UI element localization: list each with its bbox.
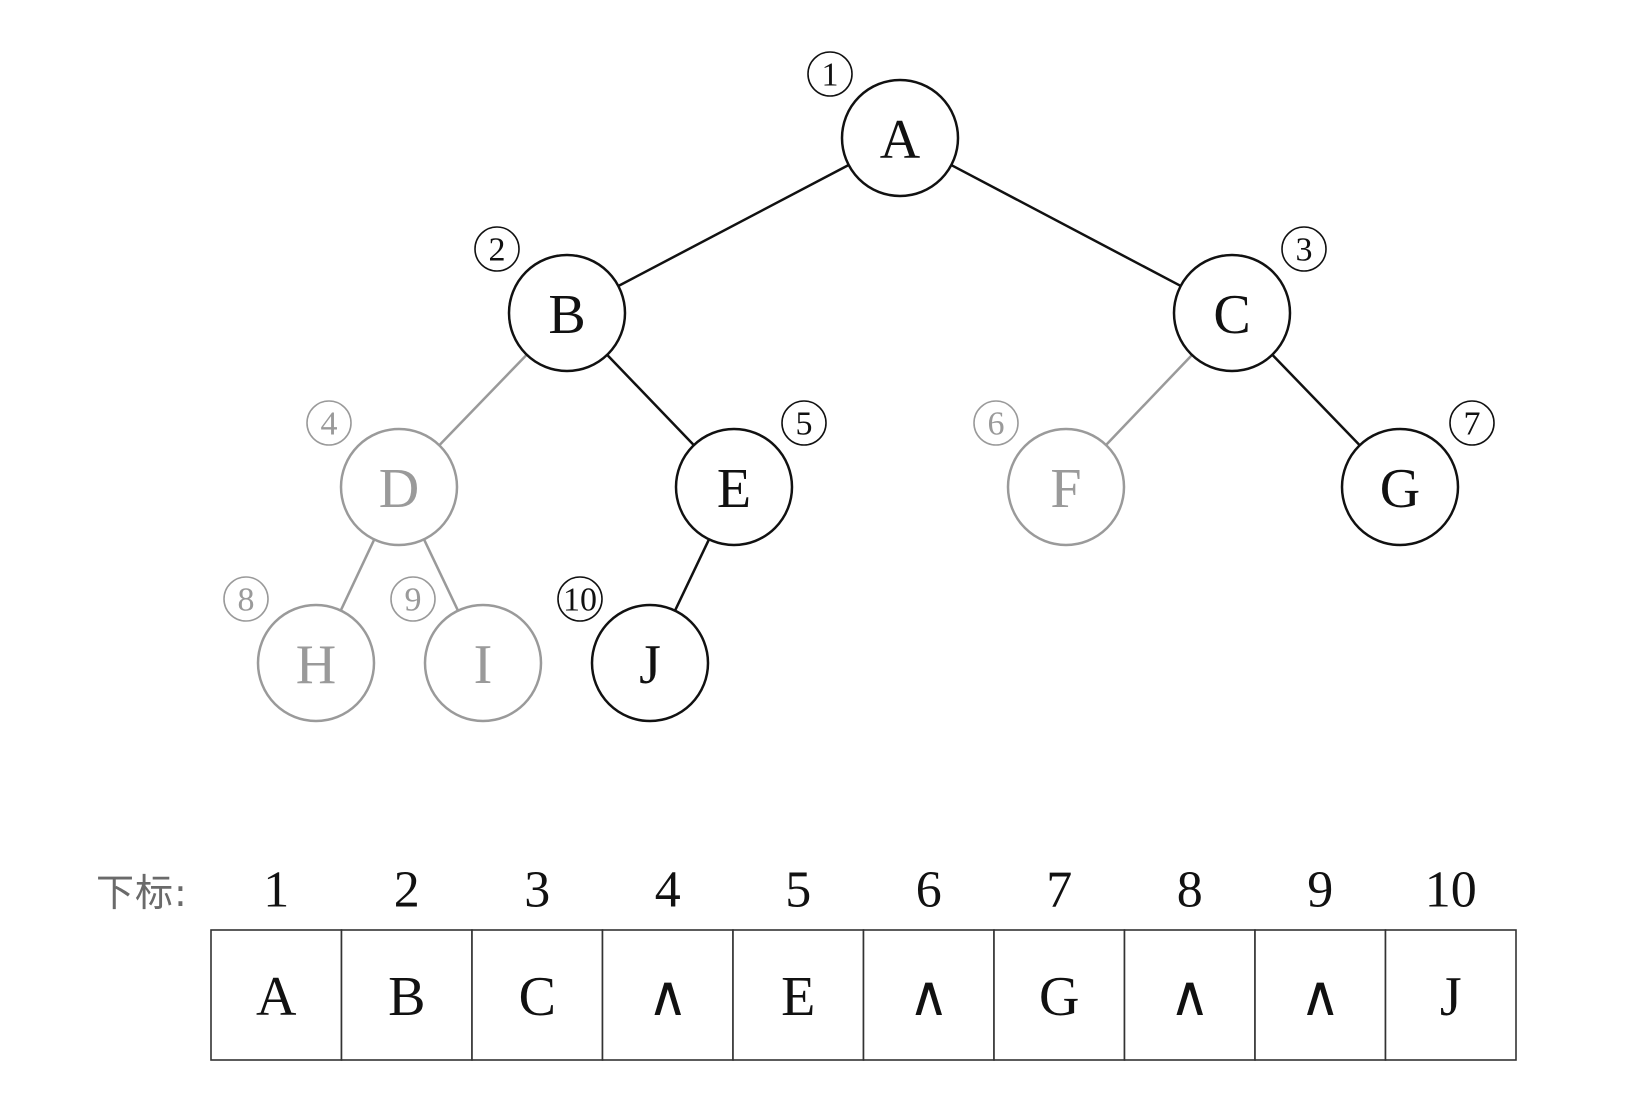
node-circle bbox=[1172, 253, 1292, 373]
array-cell-value-10: J bbox=[1440, 966, 1462, 1028]
array-cell-box-4 bbox=[601, 929, 734, 1061]
array-cell-box-9 bbox=[1254, 929, 1387, 1061]
array-index-4: 4 bbox=[655, 862, 681, 919]
array-index-7: 7 bbox=[1046, 862, 1072, 919]
node-circle bbox=[674, 427, 794, 547]
node-letter: H bbox=[296, 634, 336, 696]
edge-A-B bbox=[617, 163, 850, 288]
array-cell-value-8: ∧ bbox=[1169, 966, 1210, 1028]
node-index-number: 8 bbox=[238, 582, 255, 619]
node-index-number: 9 bbox=[405, 582, 422, 619]
array-cell-value-4: ∧ bbox=[647, 966, 688, 1028]
node-index-circle bbox=[973, 400, 1019, 446]
node-index-circle bbox=[223, 576, 269, 622]
node-index-number: 4 bbox=[321, 406, 338, 443]
edge-D-I bbox=[422, 538, 460, 612]
node-circle bbox=[423, 603, 543, 723]
tree-node-J: J 10 bbox=[557, 576, 710, 723]
node-letter: E bbox=[717, 458, 751, 520]
array-index-10: 10 bbox=[1425, 862, 1477, 919]
edge-B-E bbox=[606, 353, 695, 447]
tree-node-E: E5 bbox=[674, 400, 827, 547]
array-index-6: 6 bbox=[916, 862, 942, 919]
node-letter: F bbox=[1050, 458, 1081, 520]
edge-D-H bbox=[339, 538, 376, 612]
array-index-2: 2 bbox=[394, 862, 420, 919]
tree-node-A: A1 bbox=[807, 51, 960, 198]
array-index-8: 8 bbox=[1177, 862, 1203, 919]
array-cell-box-10 bbox=[1384, 929, 1517, 1061]
subscript-label: 下标: bbox=[96, 871, 188, 915]
node-index-circle bbox=[557, 576, 603, 622]
array-cell-value-3: C bbox=[519, 966, 556, 1028]
array-cells: A B C ∧ E ∧ G ∧ ∧ J bbox=[210, 929, 1517, 1061]
array-index-9: 9 bbox=[1307, 862, 1333, 919]
array-cell-value-6: ∧ bbox=[908, 966, 949, 1028]
node-index-number: 7 bbox=[1464, 406, 1481, 443]
node-letter: C bbox=[1213, 284, 1250, 346]
node-circle bbox=[1006, 427, 1126, 547]
array-index-5: 5 bbox=[785, 862, 811, 919]
array-cell-box-1 bbox=[210, 929, 343, 1061]
array-cell-value-5: E bbox=[781, 966, 815, 1028]
tree-node-H: H8 bbox=[223, 576, 376, 723]
array-index-1: 1 bbox=[263, 862, 289, 919]
tree-node-I: I9 bbox=[390, 576, 543, 723]
node-index-circle bbox=[474, 226, 520, 272]
array-cell-value-7: G bbox=[1039, 966, 1079, 1028]
edge-E-J bbox=[673, 538, 711, 612]
tree-node-D: D4 bbox=[306, 400, 459, 547]
array-cell-box-7 bbox=[993, 929, 1126, 1061]
node-index-circle bbox=[781, 400, 827, 446]
array-cell-value-2: B bbox=[388, 966, 425, 1028]
array-cell-box-2 bbox=[340, 929, 473, 1061]
array-index-3: 3 bbox=[524, 862, 550, 919]
node-letter: G bbox=[1380, 458, 1420, 520]
array-cell-box-6 bbox=[862, 929, 995, 1061]
node-index-circle bbox=[1281, 226, 1327, 272]
node-letter: J bbox=[639, 634, 661, 696]
tree-node-B: B2 bbox=[474, 226, 627, 373]
node-index-number: 2 bbox=[489, 232, 506, 269]
edge-B-D bbox=[438, 353, 528, 447]
node-circle bbox=[1340, 427, 1460, 547]
node-letter: B bbox=[548, 284, 585, 346]
array-cell-box-3 bbox=[471, 929, 604, 1061]
array-cell-value-1: A bbox=[256, 966, 297, 1028]
node-circle bbox=[339, 427, 459, 547]
node-index-circle bbox=[390, 576, 436, 622]
node-circle bbox=[507, 253, 627, 373]
node-index-number: 10 bbox=[563, 582, 597, 619]
node-index-circle bbox=[306, 400, 352, 446]
node-index-number: 1 bbox=[822, 57, 839, 94]
node-letter: A bbox=[880, 109, 921, 171]
edge-A-C bbox=[950, 163, 1182, 288]
tree-edges bbox=[339, 163, 1361, 612]
tree-node-G: G7 bbox=[1340, 400, 1495, 547]
node-letter: D bbox=[379, 458, 419, 520]
edge-C-F bbox=[1105, 354, 1193, 446]
node-circle bbox=[256, 603, 376, 723]
array-cell-box-5 bbox=[732, 929, 865, 1061]
edge-C-G bbox=[1271, 353, 1361, 447]
node-index-circle bbox=[1449, 400, 1495, 446]
tree-node-C: C3 bbox=[1172, 226, 1327, 373]
node-circle bbox=[840, 78, 960, 198]
node-index-number: 3 bbox=[1296, 232, 1313, 269]
node-index-circle bbox=[807, 51, 853, 97]
array-cell-value-9: ∧ bbox=[1300, 966, 1341, 1028]
node-index-number: 6 bbox=[988, 406, 1005, 443]
node-index-number: 5 bbox=[796, 406, 813, 443]
node-letter: I bbox=[474, 634, 493, 696]
node-circle bbox=[590, 603, 710, 723]
array-index-headers: 1 2 3 4 5 6 7 8 9 10 bbox=[263, 862, 1477, 919]
tree-node-F: F6 bbox=[973, 400, 1126, 547]
